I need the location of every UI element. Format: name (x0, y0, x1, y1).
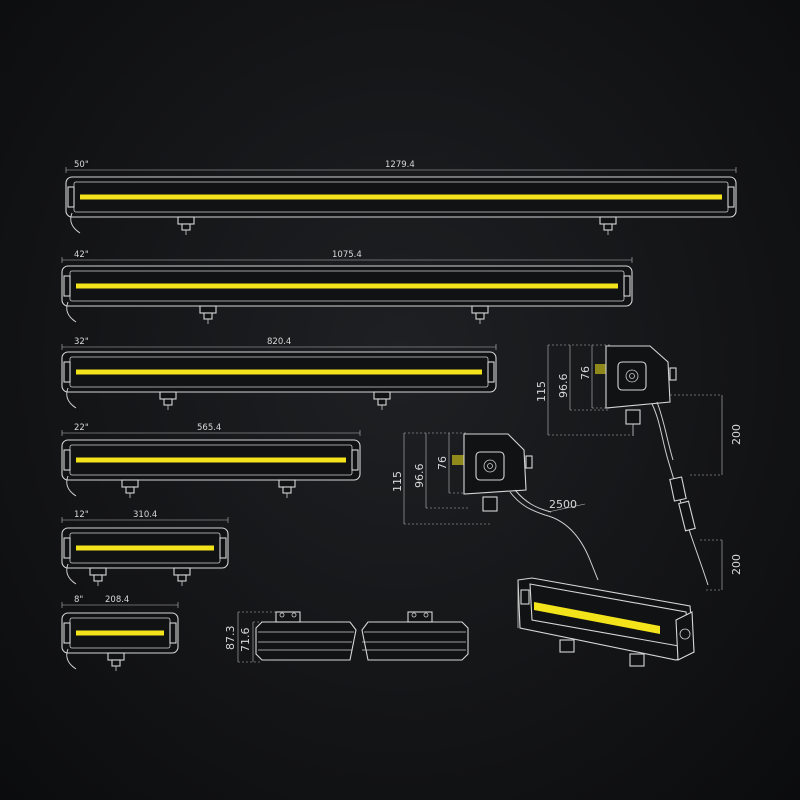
light-beam (76, 369, 482, 375)
upper-lens-height-label: 76 (579, 366, 592, 380)
light-bars: 50" 1279.4 42" 1075.4 32" 820.4 22" 565.4 12" 310… (61, 160, 737, 671)
light-bar-5: 8" 208.4 (61, 595, 179, 671)
bar-end-cap (63, 622, 71, 644)
bar-length-label: 310.4 (133, 510, 157, 520)
upper-cable-segment-1-label: 200 (730, 424, 743, 445)
light-bar-0: 50" 1279.4 (65, 160, 737, 235)
bar-size-label: 8" (74, 595, 83, 605)
mount-bracket (199, 305, 217, 314)
bar-end-cap (727, 186, 735, 208)
bar-length-label: 1279.4 (385, 160, 415, 170)
light-bar-4: 12" 310.4 (61, 510, 229, 586)
bar-end-cap (67, 186, 75, 208)
bar-end-cap (63, 449, 71, 471)
upper-total-height-label: 115 (535, 381, 548, 402)
perspective-view (517, 577, 695, 667)
mount-bracket (107, 652, 125, 661)
bar-length-label: 1075.4 (332, 250, 362, 260)
bar-end-cap (351, 449, 359, 471)
side-body-height-label: 71.6 (239, 628, 252, 653)
lower-mid-height-label: 96.6 (413, 464, 426, 489)
bar-end-cap (63, 537, 71, 559)
light-beam (76, 283, 618, 289)
end-view-upper: 115 96.6 76 200 200 (535, 344, 743, 591)
mount-bracket (173, 567, 191, 576)
lower-total-height-label: 115 (391, 471, 404, 492)
upper-mid-height-label: 96.6 (557, 374, 570, 399)
bar-size-label: 22" (74, 423, 89, 433)
bar-end-cap (63, 361, 71, 383)
light-beam (76, 545, 214, 551)
light-beam (76, 630, 164, 636)
end-view-lower: 115 96.6 76 2500 (391, 432, 599, 581)
light-beam (80, 194, 722, 200)
side-view: 87.3 71.6 (224, 611, 469, 663)
mount-bracket (599, 216, 617, 225)
bar-size-label: 12" (74, 510, 89, 520)
upper-cable-segment-2-label: 200 (730, 554, 743, 575)
bar-length-label: 565.4 (197, 423, 221, 433)
bar-end-cap (169, 622, 177, 644)
lower-cable-length-label: 2500 (549, 498, 577, 511)
mount-bracket (373, 391, 391, 400)
light-beam (76, 457, 346, 463)
lower-lens-height-label: 76 (436, 456, 449, 470)
mount-bracket (471, 305, 489, 314)
bar-size-label: 32" (74, 337, 89, 347)
mount-bracket (177, 216, 195, 225)
mount-bracket (121, 479, 139, 488)
mount-bracket (278, 479, 296, 488)
bar-size-label: 42" (74, 250, 89, 260)
mount-bracket (89, 567, 107, 576)
light-bar-1: 42" 1075.4 (61, 250, 633, 324)
bar-end-cap (623, 275, 631, 297)
light-bar-2: 32" 820.4 (61, 337, 497, 410)
bar-size-label: 50" (74, 160, 89, 170)
bar-end-cap (219, 537, 227, 559)
bar-end-cap (487, 361, 495, 383)
bar-end-cap (63, 275, 71, 297)
bar-length-label: 820.4 (267, 337, 291, 347)
bar-length-label: 208.4 (105, 595, 129, 605)
light-bar-3: 22" 565.4 (61, 423, 361, 498)
side-overall-height-label: 87.3 (224, 626, 237, 651)
mount-bracket (159, 391, 177, 400)
